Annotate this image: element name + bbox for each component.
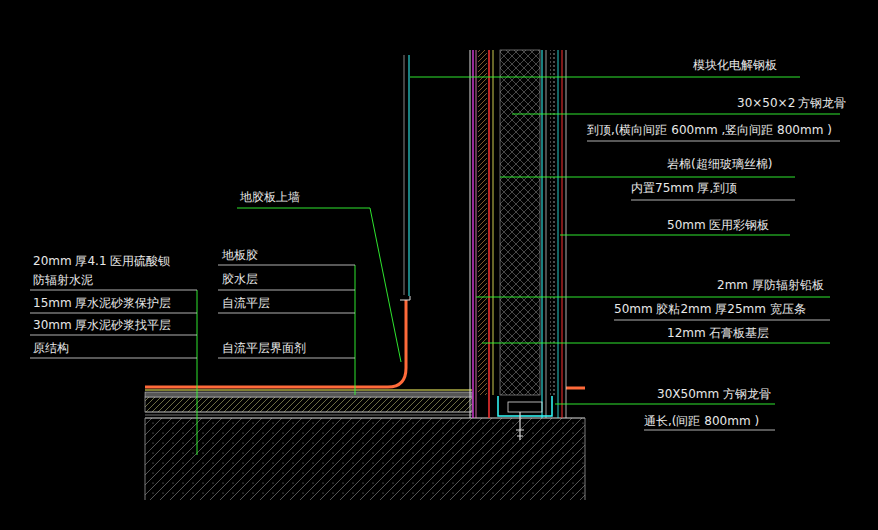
annotation-label: 30X50mm 方钢龙骨 [657,387,771,401]
annotation-label: 12mm 石膏板基层 [667,326,769,340]
annotation-label: 模块化电解钢板 [693,58,777,72]
annotation-label: 到顶,(横向间距 600mm ,竖向间距 800mm ) [587,123,832,137]
annotation-label: 内置75mm 厚,到顶 [631,181,737,195]
annotation-label: 50mm 医用彩钢板 [667,218,769,232]
annotation-label: 2mm 厚防辐射铅板 [717,278,824,292]
annotation-label: 地胶板上墙 [240,190,300,204]
annotation-label: 岩棉(超细玻璃丝棉) [667,157,772,171]
annotation-label: 胶水层 [222,272,258,286]
annotation-label: 自流平层界面剂 [222,341,306,355]
annotation-label: 50mm 胶粘2mm 厚25mm 宽压条 [614,302,806,316]
annotation-label: 防辐射水泥 [33,273,93,287]
annotation-label: 30×50×2 [737,96,795,110]
annotation-label: 20mm 厚4.1 医用硫酸钡 [33,254,170,268]
annotation-label: 通长,(间距 800mm ) [644,414,759,428]
annotation-label: 方钢龙骨 [798,96,846,110]
annotation-label: 地板胶 [222,248,258,262]
annotation-label: 15mm 厚水泥砂浆保护层 [33,296,171,310]
annotation-label: 原结构 [33,341,69,355]
annotation-label: 自流平层 [222,296,270,310]
annotation-label: 30mm 厚水泥砂浆找平层 [33,318,171,332]
